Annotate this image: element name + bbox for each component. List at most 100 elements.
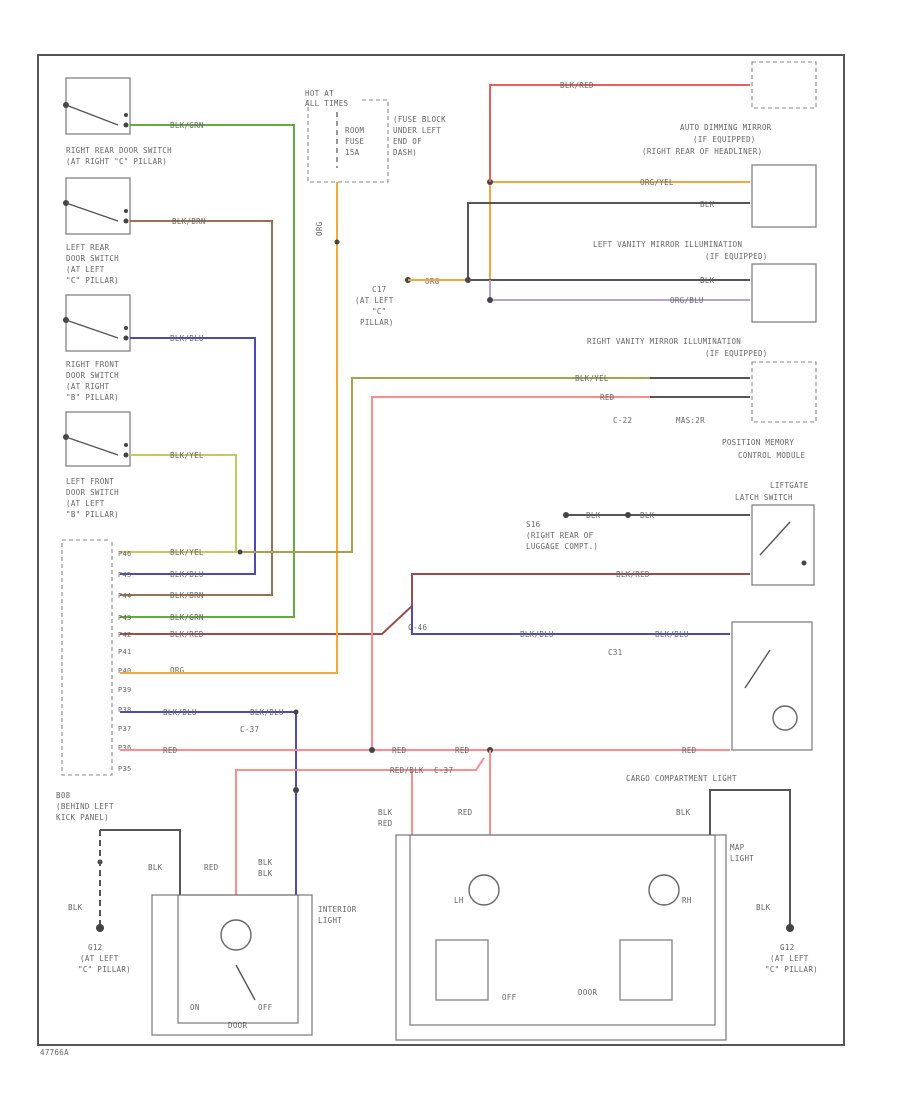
svg-text:BLK/BLU: BLK/BLU bbox=[170, 570, 204, 579]
svg-text:BLK/YEL: BLK/YEL bbox=[575, 374, 609, 383]
left-rear-door-switch: LEFT REAR DOOR SWITCH (AT LEFT "C" PILLA… bbox=[63, 177, 131, 285]
svg-text:LIGHT: LIGHT bbox=[318, 916, 342, 925]
svg-text:C-37: C-37 bbox=[240, 725, 259, 734]
svg-text:END OF: END OF bbox=[393, 137, 422, 146]
svg-text:G12: G12 bbox=[88, 943, 102, 952]
svg-text:LEFT FRONT: LEFT FRONT bbox=[66, 477, 114, 486]
svg-text:RIGHT REAR DOOR SWITCH: RIGHT REAR DOOR SWITCH bbox=[66, 146, 172, 155]
svg-text:"C" PILLAR): "C" PILLAR) bbox=[66, 276, 119, 285]
svg-text:(AT LEFT: (AT LEFT bbox=[770, 954, 809, 963]
svg-text:(AT LEFT: (AT LEFT bbox=[66, 265, 105, 274]
svg-text:ROOM: ROOM bbox=[345, 126, 364, 135]
svg-text:C-22: C-22 bbox=[613, 416, 632, 425]
svg-text:ORG/BLU: ORG/BLU bbox=[670, 296, 704, 305]
svg-text:B08: B08 bbox=[56, 791, 71, 800]
svg-text:LEFT REAR: LEFT REAR bbox=[66, 243, 110, 252]
svg-text:ORG: ORG bbox=[425, 277, 440, 286]
svg-text:BLK/BRN: BLK/BRN bbox=[170, 591, 204, 600]
svg-text:RED: RED bbox=[600, 393, 615, 402]
svg-text:ON: ON bbox=[190, 1003, 200, 1012]
svg-text:BLK: BLK bbox=[676, 808, 691, 817]
svg-text:BLK: BLK bbox=[700, 200, 715, 209]
svg-text:RIGHT VANITY MIRROR ILLUMINATI: RIGHT VANITY MIRROR ILLUMINATION bbox=[587, 337, 741, 346]
svg-text:INTERIOR: INTERIOR bbox=[318, 905, 357, 914]
svg-text:UNDER LEFT: UNDER LEFT bbox=[393, 126, 441, 135]
svg-text:BLK: BLK bbox=[258, 869, 273, 878]
liftgate-latch-switch: LIFTGATE LATCH SWITCH bbox=[735, 481, 815, 586]
right-rear-door-switch: RIGHT REAR DOOR SWITCH (AT RIGHT "C" PIL… bbox=[63, 77, 172, 166]
svg-text:LIGHT: LIGHT bbox=[730, 854, 754, 863]
svg-text:BLK/YEL: BLK/YEL bbox=[170, 548, 204, 557]
svg-text:LIFTGATE: LIFTGATE bbox=[770, 481, 809, 490]
svg-text:C31: C31 bbox=[608, 648, 622, 657]
svg-text:BLK/BLU: BLK/BLU bbox=[655, 630, 689, 639]
left-front-door-switch: LEFT FRONT DOOR SWITCH (AT LEFT "B" PILL… bbox=[63, 411, 131, 519]
svg-text:OFF: OFF bbox=[258, 1003, 273, 1012]
svg-text:BLK: BLK bbox=[640, 511, 655, 520]
svg-text:RED: RED bbox=[204, 863, 219, 872]
svg-text:"C" PILLAR): "C" PILLAR) bbox=[78, 965, 131, 974]
svg-text:(IF EQUIPPED): (IF EQUIPPED) bbox=[705, 349, 768, 358]
left-vanity-mirror: LEFT VANITY MIRROR ILLUMINATION (IF EQUI… bbox=[593, 240, 817, 323]
svg-text:DOOR SWITCH: DOOR SWITCH bbox=[66, 371, 119, 380]
svg-text:15A: 15A bbox=[345, 148, 360, 157]
svg-text:(AT RIGHT "C" PILLAR): (AT RIGHT "C" PILLAR) bbox=[66, 157, 167, 166]
svg-text:(BEHIND LEFT: (BEHIND LEFT bbox=[56, 802, 114, 811]
svg-text:RED: RED bbox=[458, 808, 473, 817]
map-light: LH RH OFF DOOR MAP LIGHT bbox=[395, 834, 754, 1041]
svg-text:DOOR SWITCH: DOOR SWITCH bbox=[66, 254, 119, 263]
svg-text:C17: C17 bbox=[372, 285, 386, 294]
svg-text:BLK/BLU: BLK/BLU bbox=[170, 334, 204, 343]
svg-text:RH: RH bbox=[682, 896, 692, 905]
svg-text:P41: P41 bbox=[118, 648, 132, 656]
svg-text:DOOR SWITCH: DOOR SWITCH bbox=[66, 488, 119, 497]
svg-text:P39: P39 bbox=[118, 686, 132, 694]
svg-text:CARGO COMPARTMENT LIGHT: CARGO COMPARTMENT LIGHT bbox=[626, 774, 737, 783]
svg-text:RED/BLK: RED/BLK bbox=[390, 766, 424, 775]
svg-text:P35: P35 bbox=[118, 765, 132, 773]
svg-text:ORG/YEL: ORG/YEL bbox=[640, 178, 674, 187]
svg-text:BLK/BLU: BLK/BLU bbox=[163, 708, 197, 717]
svg-text:DOOR: DOOR bbox=[578, 988, 597, 997]
svg-text:P45: P45 bbox=[118, 571, 132, 579]
svg-text:P37: P37 bbox=[118, 725, 132, 733]
svg-text:C-37: C-37 bbox=[434, 766, 453, 775]
svg-text:RED: RED bbox=[163, 746, 178, 755]
svg-text:LATCH SWITCH: LATCH SWITCH bbox=[735, 493, 793, 502]
svg-text:P40: P40 bbox=[118, 667, 132, 675]
svg-text:ORG: ORG bbox=[170, 666, 185, 675]
svg-text:ALL TIMES: ALL TIMES bbox=[305, 99, 349, 108]
body-module: P46 P45 P44 P43 P42 P41 P40 P39 P38 P37 … bbox=[61, 539, 132, 776]
svg-text:RED: RED bbox=[392, 746, 407, 755]
svg-text:DASH): DASH) bbox=[393, 148, 417, 157]
svg-text:RIGHT FRONT: RIGHT FRONT bbox=[66, 360, 119, 369]
svg-text:C-46: C-46 bbox=[408, 623, 427, 632]
switch-wires bbox=[120, 124, 750, 635]
svg-text:ORG: ORG bbox=[315, 221, 324, 236]
svg-text:BLK: BLK bbox=[700, 276, 715, 285]
auto-dimming-mirror: AUTO DIMMING MIRROR (IF EQUIPPED) (RIGHT… bbox=[642, 61, 817, 228]
svg-text:BLK/YEL: BLK/YEL bbox=[170, 451, 204, 460]
svg-text:DOOR: DOOR bbox=[228, 1021, 247, 1030]
svg-text:BLK/RED: BLK/RED bbox=[616, 570, 650, 579]
svg-text:S16: S16 bbox=[526, 520, 541, 529]
svg-text:LUGGAGE COMPT.): LUGGAGE COMPT.) bbox=[526, 542, 598, 551]
svg-text:"C": "C" bbox=[372, 307, 386, 316]
outer-frame bbox=[37, 54, 845, 1046]
svg-text:BLK/GRN: BLK/GRN bbox=[170, 613, 204, 622]
svg-text:BLK/RED: BLK/RED bbox=[560, 81, 594, 90]
svg-text:"B" PILLAR): "B" PILLAR) bbox=[66, 393, 119, 402]
svg-text:BLK/RED: BLK/RED bbox=[170, 630, 204, 639]
svg-text:P38: P38 bbox=[118, 706, 132, 714]
svg-text:BLK/BLU: BLK/BLU bbox=[250, 708, 284, 717]
right-front-door-switch: RIGHT FRONT DOOR SWITCH (AT RIGHT "B" PI… bbox=[63, 294, 131, 402]
svg-text:P42: P42 bbox=[118, 631, 132, 639]
svg-text:P44: P44 bbox=[118, 592, 132, 600]
svg-text:AUTO DIMMING MIRROR: AUTO DIMMING MIRROR bbox=[680, 123, 772, 132]
svg-text:(AT LEFT: (AT LEFT bbox=[66, 499, 105, 508]
svg-text:P46: P46 bbox=[118, 550, 132, 558]
svg-text:RED: RED bbox=[455, 746, 470, 755]
svg-text:BLK/GRN: BLK/GRN bbox=[170, 121, 204, 130]
interior-light: ON OFF DOOR INTERIOR LIGHT bbox=[151, 894, 357, 1036]
